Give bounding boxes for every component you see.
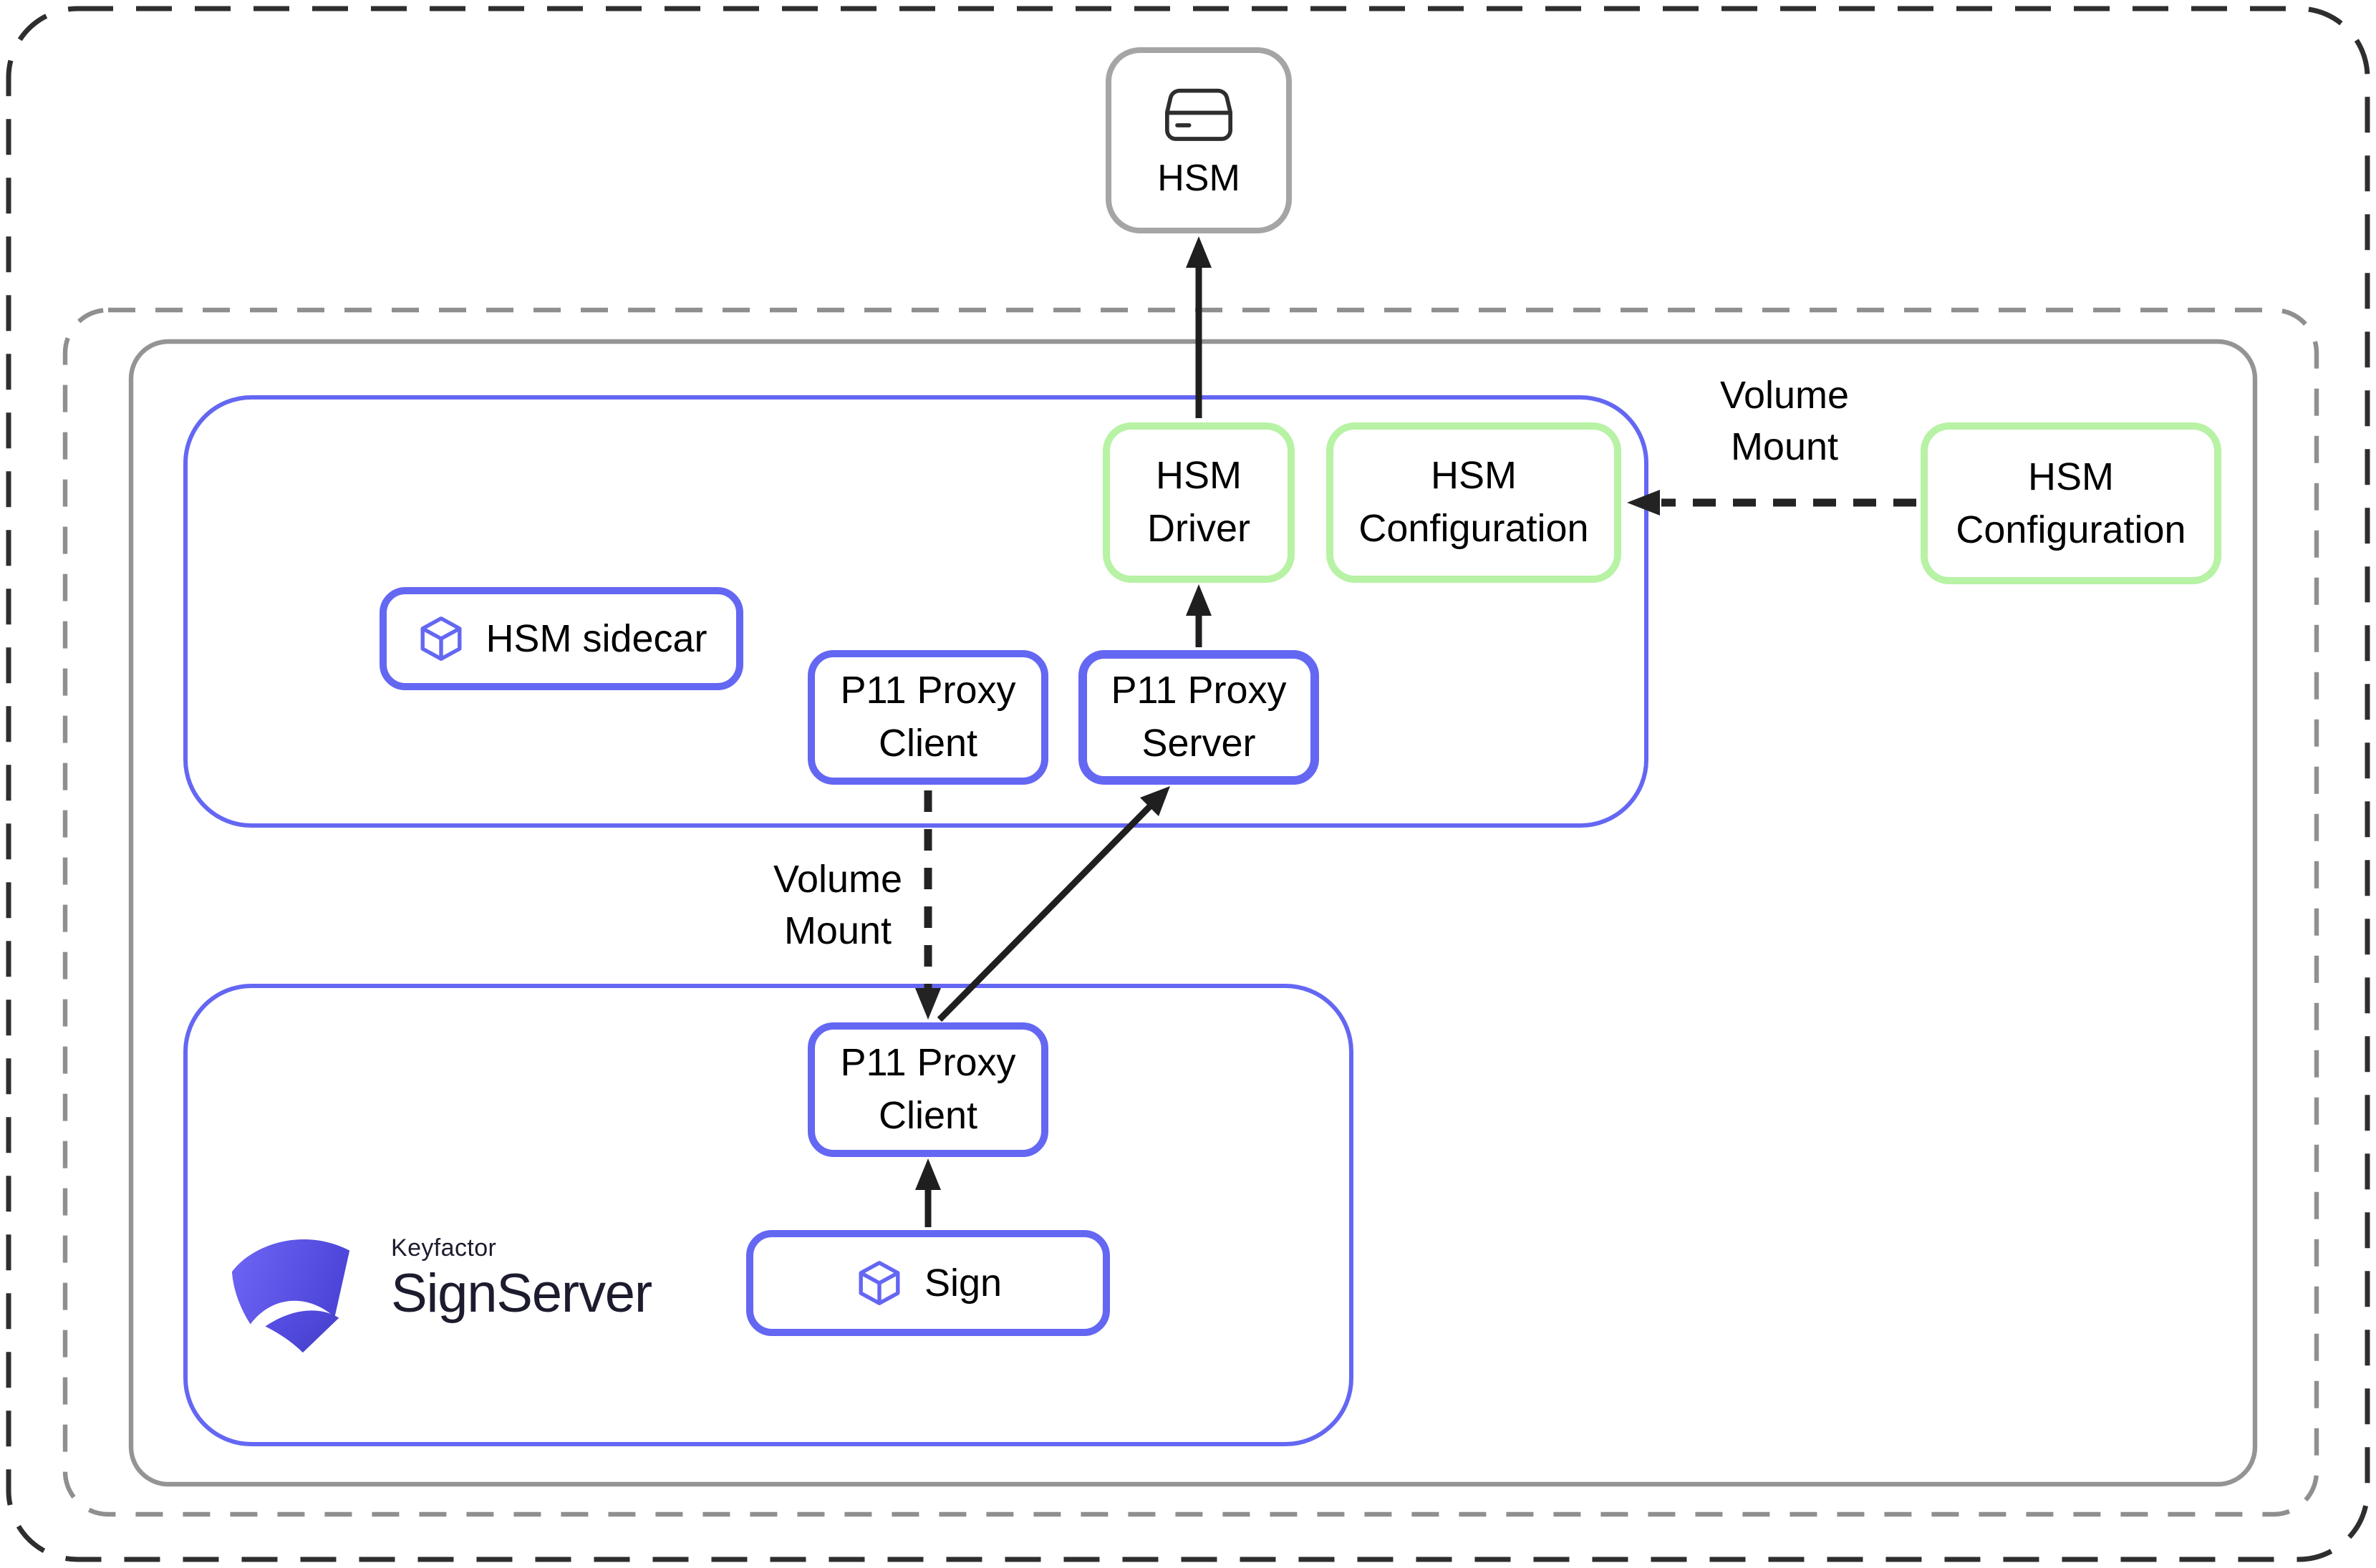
hsm-driver-node: HSM Driver bbox=[1103, 422, 1295, 583]
arrow-sign-to-client bbox=[915, 1158, 941, 1227]
p11-proxy-client-signserver-node: P11 Proxy Client bbox=[808, 1022, 1048, 1157]
p11-proxy-client-sidecar-label: P11 Proxy Client bbox=[840, 669, 1016, 765]
product-name: SignServer bbox=[391, 1264, 652, 1325]
keyfactor-logo-text: Keyfactor SignServer bbox=[391, 1226, 652, 1326]
p11-proxy-server-node: P11 Proxy Server bbox=[1078, 650, 1319, 785]
hsm-node: HSM bbox=[1106, 47, 1292, 233]
hsm-label: HSM bbox=[1157, 155, 1240, 198]
signserver-pod bbox=[183, 984, 1353, 1446]
hsm-driver-label: HSM Driver bbox=[1147, 454, 1250, 550]
arrow-server-to-driver bbox=[1186, 584, 1212, 647]
hsm-sidecar-badge: HSM sidecar bbox=[380, 587, 743, 690]
arrow-driver-to-hsm bbox=[1186, 236, 1212, 418]
volume-mount-label-between-pods: Volume Mount bbox=[773, 858, 903, 952]
sign-label: Sign bbox=[924, 1261, 1003, 1304]
brand-name: Keyfactor bbox=[391, 1234, 497, 1262]
hsm-configuration-sidecar-node: HSM Configuration bbox=[1326, 422, 1621, 583]
dashed-arrow-volume-mount-config bbox=[1627, 490, 1916, 516]
hard-drive-icon bbox=[1165, 87, 1232, 140]
hsm-configuration-external-node: HSM Configuration bbox=[1921, 422, 2221, 584]
hsm-sidecar-label: HSM sidecar bbox=[486, 616, 708, 659]
p11-proxy-client-sidecar-node: P11 Proxy Client bbox=[808, 650, 1048, 785]
hsm-configuration-external-label: HSM Configuration bbox=[1956, 455, 2186, 551]
sign-node: Sign bbox=[746, 1230, 1110, 1336]
cube-icon bbox=[420, 616, 462, 661]
keyfactor-signserver-logo: Keyfactor SignServer bbox=[226, 1226, 652, 1360]
p11-proxy-server-label: P11 Proxy Server bbox=[1111, 669, 1287, 765]
hsm-configuration-sidecar-label: HSM Configuration bbox=[1358, 454, 1589, 550]
keyfactor-logo-mark bbox=[231, 1239, 350, 1353]
volume-mount-label-external: Volume Mount bbox=[1719, 374, 1850, 468]
cube-icon bbox=[859, 1261, 901, 1305]
p11-proxy-client-signserver-label: P11 Proxy Client bbox=[840, 1041, 1016, 1137]
